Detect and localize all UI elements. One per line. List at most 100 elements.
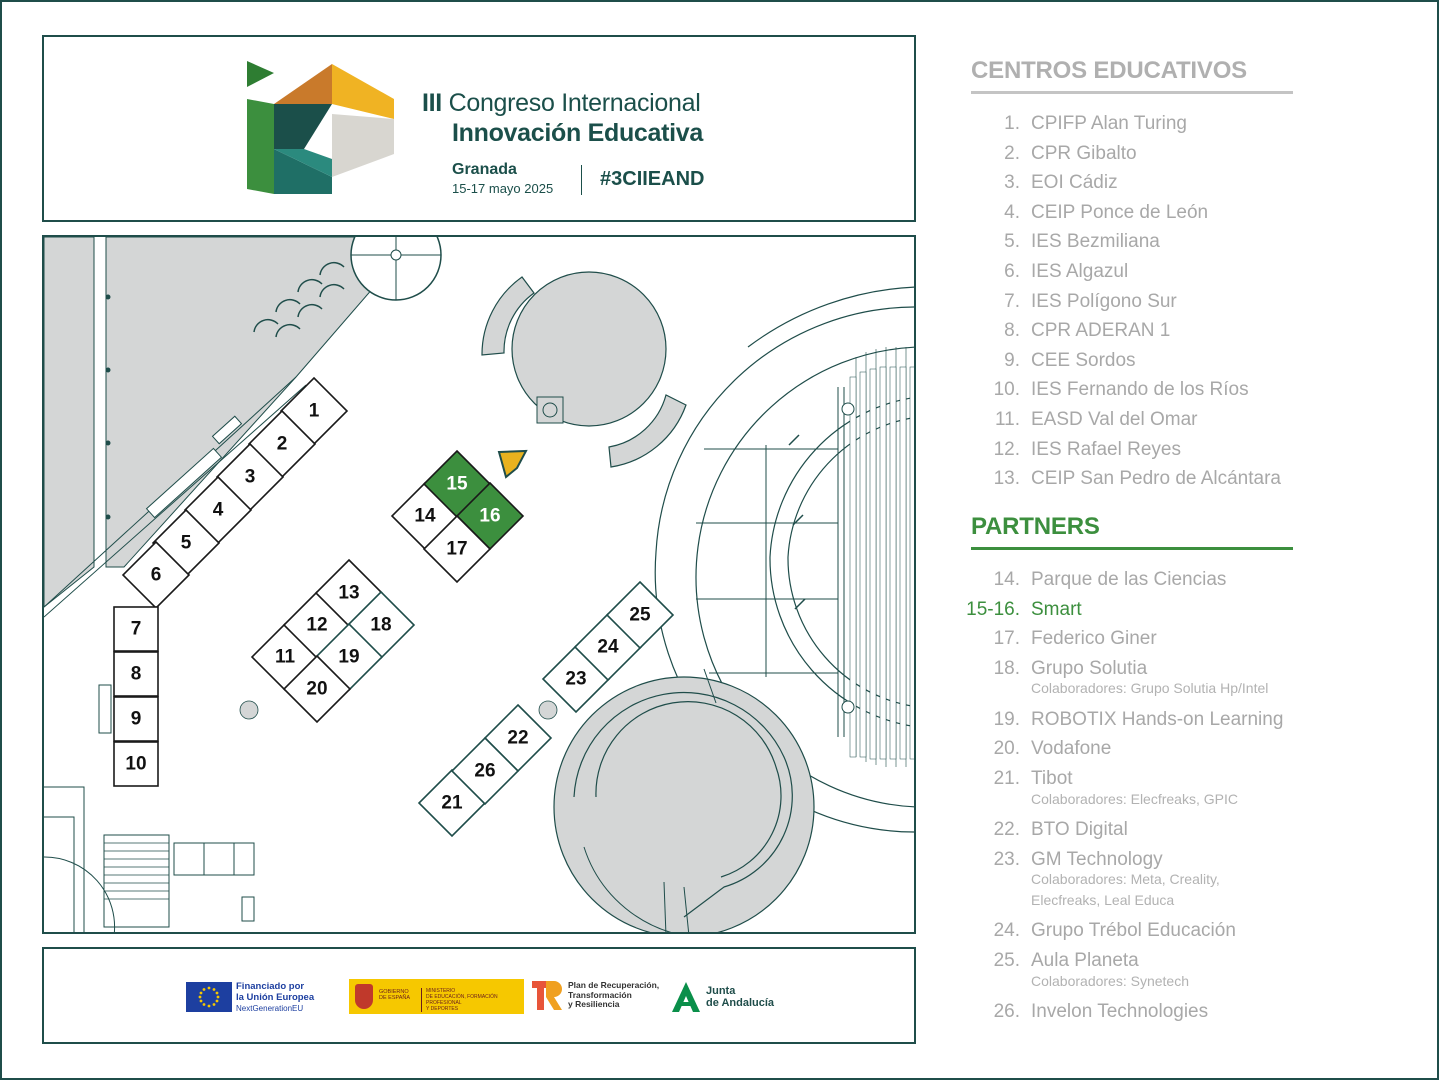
ministry-line2: DE EDUCACIÓN, FORMACIÓN PROFESIONAL [426,994,498,1006]
congress-logo-icon [247,61,394,194]
booth-20-label: 20 [306,679,327,700]
spain-shield-icon [355,984,373,1009]
partner-item-number: 22. [993,819,1020,840]
booths-layer: 1234561112131415161718192021222324252678… [113,376,675,838]
partner-item-number: 24. [993,920,1020,942]
centro-item-number: 5. [1004,231,1020,253]
partner-item-collaborators: Colaboradores: Grupo Solutia Hp/Intel [1031,680,1269,697]
centro-item-name: IES Bezmiliana [1031,231,1160,253]
centro-item-number: 12. [993,438,1020,460]
junta-andalucia-text: Junta de Andalucía [706,985,774,1009]
ja-line1: Junta [706,985,736,997]
partner-item-name: Federico Giner [1031,628,1157,650]
booth-21-label: 21 [441,793,463,814]
centro-item-name: IES Algazul [1031,261,1129,282]
booth-8: 8 [113,651,159,697]
booth-12-label: 12 [306,615,327,636]
centro-item-number: 6. [1004,261,1020,282]
junta-andalucia-logo-icon [672,982,700,1012]
booth-25-shape [605,580,675,650]
centro-item-number: 7. [1004,290,1020,312]
partner-item-number: 25. [993,950,1020,971]
booth-9-shape [113,696,159,742]
booth-26-label: 26 [474,761,495,782]
eu-line2: la Unión Europea [236,992,315,1003]
booth-26-shape [450,736,520,806]
booth-20: 20 [282,654,352,724]
partner-item-collaborators: Colaboradores: Meta, Creality, [1031,871,1220,888]
booth-6-label: 6 [151,565,162,586]
partner-item-name: GM Technology [1031,848,1163,870]
booth-19-label: 19 [338,647,359,668]
partner-item-number: 18. [993,657,1020,679]
congress-title-text: Congreso Internacional [448,89,701,117]
partner-item-number: 26. [993,1001,1020,1022]
centro-item-name: CPIFP Alan Turing [1031,113,1187,134]
partner-item-name: Smart [1031,598,1082,620]
centro-item-number: 1. [1004,113,1020,134]
partner-item-name: Tibot [1031,768,1073,789]
partner-item-collaborators: Elecfreaks, Leal Educa [1031,892,1175,908]
booth-18-label: 18 [370,615,391,636]
booth-2-label: 2 [277,434,288,455]
partner-item-number: 17. [993,628,1020,650]
partner-item-number: 20. [993,738,1020,760]
ministry-text: MINISTERIO DE EDUCACIÓN, FORMACIÓN PROFE… [421,988,524,1012]
location-pentagon-icon [497,449,528,479]
partner-item-name: Parque de las Ciencias [1031,569,1227,590]
prtr-line2: Transformación [568,989,632,1000]
ministry-line1: MINISTERIO [426,988,456,994]
booth-9-label: 9 [131,709,142,730]
ja-line2: de Andalucía [706,997,775,1009]
booth-20-shape [282,654,352,724]
floor-plan-svg: 1234561112131415161718192021222324252678… [44,237,914,932]
event-dates: 15-17 mayo 2025 [452,181,554,196]
booth-17: 17 [422,514,492,584]
partner-item-number: 14. [993,569,1020,590]
centro-item-number: 8. [1004,320,1020,342]
booth-11-label: 11 [275,647,296,668]
eu-line1: Financiado por [236,981,305,992]
centro-item-name: CEIP San Pedro de Alcántara [1031,468,1281,490]
booth-13-label: 13 [338,583,359,604]
booth-23-label: 23 [565,669,586,690]
partner-item-number: 19. [993,708,1020,730]
eu-flag-icon [186,982,232,1012]
centro-item-number: 13. [993,468,1020,490]
booth-17-shape [422,514,492,584]
booth-7-label: 7 [131,619,142,640]
centro-item-name: IES Fernando de los Ríos [1031,379,1249,401]
booth-17-label: 17 [446,539,467,560]
congress-title-line1: III Congreso Internacional [422,89,701,118]
partner-item-name: Grupo Solutia [1031,657,1148,679]
centro-item-name: IES Rafael Reyes [1031,438,1181,460]
booth-22-label: 22 [507,728,528,749]
prtr-line3: y Resiliencia [568,999,620,1009]
booth-10: 10 [113,741,159,787]
congress-roman: III [422,89,442,117]
centro-item-number: 9. [1004,349,1020,371]
centro-item-number: 11. [994,409,1020,430]
centros-title: CENTROS EDUCATIVOS [971,57,1247,84]
booth-3-label: 3 [245,467,256,488]
centro-item-name: CEE Sordos [1031,349,1136,371]
partner-item-number: 21. [993,768,1020,789]
centro-item-name: CEIP Ponce de León [1031,201,1209,223]
partner-item-name: Invelon Technologies [1031,1001,1209,1022]
booth-7: 7 [113,606,159,652]
booth-7-shape [113,606,159,652]
booth-10-label: 10 [125,754,146,775]
centro-item-number: 3. [1004,172,1020,194]
congress-title-line2: Innovación Educativa [452,119,704,147]
event-city: Granada [452,161,517,178]
booth-16-label: 16 [479,506,500,527]
centro-item-name: CPR Gibalto [1031,142,1137,164]
centro-item-name: IES Polígono Sur [1031,290,1177,312]
booth-5-label: 5 [181,533,192,554]
partner-item-name: BTO Digital [1031,819,1128,840]
prtr-logo-icon [532,981,562,1010]
sponsor-footer: Financiado por la Unión Europea NextGene… [42,947,916,1044]
government-logo: GOBIERNO DE ESPAÑA MINISTERIO DE EDUCACI… [349,979,524,1014]
